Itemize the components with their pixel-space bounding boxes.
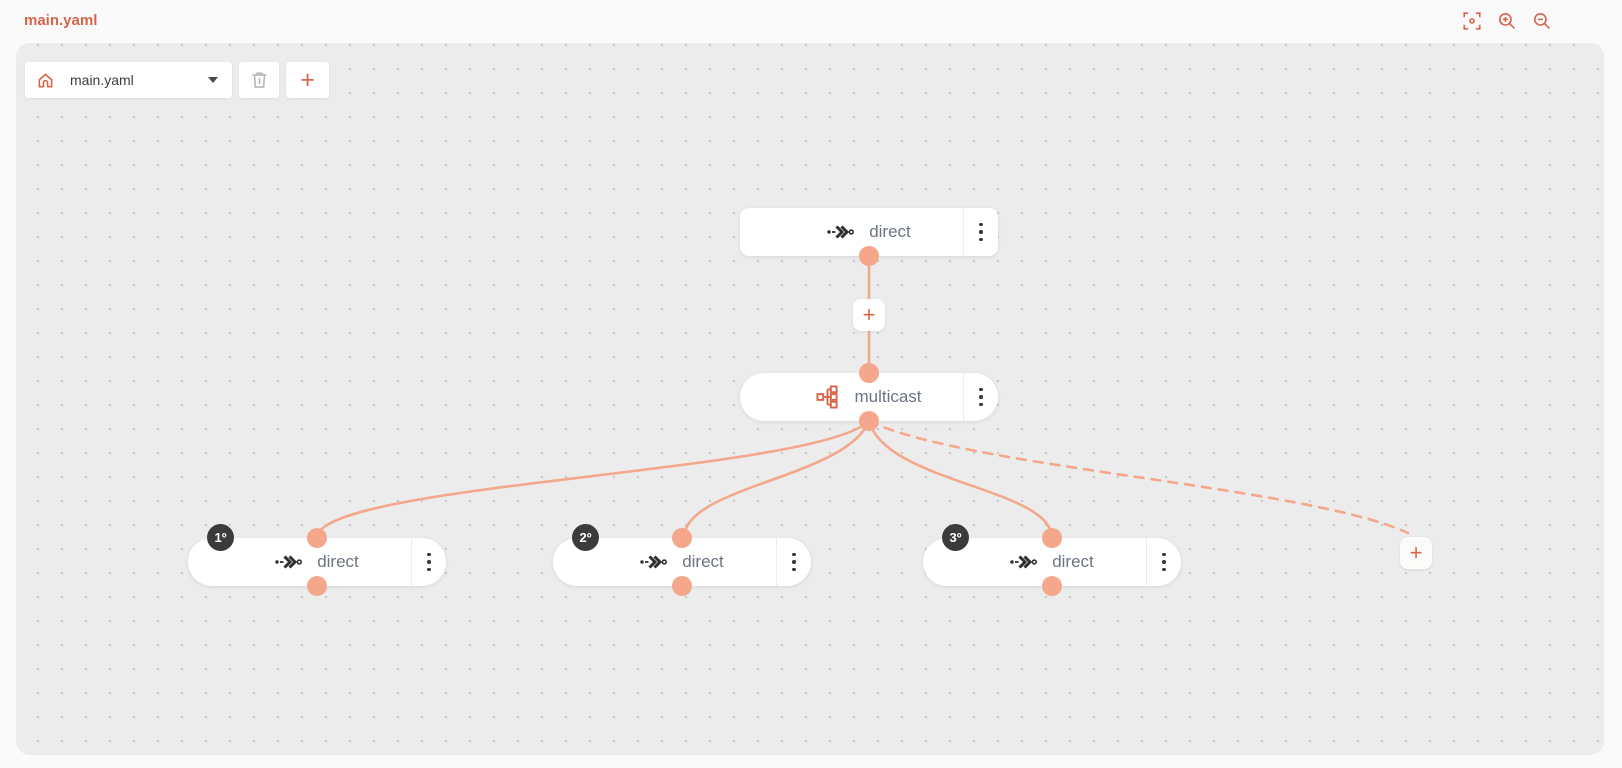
node-kebab-menu[interactable] (963, 208, 998, 256)
add-branch-button[interactable]: + (1400, 537, 1432, 569)
home-icon (37, 72, 54, 89)
input-port[interactable] (307, 528, 327, 548)
node-kebab-menu[interactable] (411, 538, 446, 586)
flow-canvas[interactable]: main.yaml + (16, 43, 1604, 755)
multicast-icon (816, 385, 839, 409)
output-port[interactable] (859, 411, 879, 431)
node-direct-branch-1[interactable]: 1º direct (188, 524, 446, 596)
flow-selector-dropdown[interactable]: main.yaml (25, 62, 232, 98)
edge-multicast-to-branch-2 (682, 419, 871, 540)
branch-order-badge: 3º (942, 524, 969, 551)
zoom-in-icon (1498, 12, 1516, 30)
node-direct-branch-2[interactable]: 2º direct (553, 524, 811, 596)
edge-multicast-to-branch-3 (867, 419, 1054, 540)
output-port[interactable] (859, 246, 879, 266)
trash-icon (251, 71, 268, 89)
fit-to-view-icon (1463, 12, 1481, 30)
output-port[interactable] (672, 576, 692, 596)
node-label: direct (869, 222, 911, 241)
node-kebab-menu[interactable] (776, 538, 811, 586)
node-body: direct (553, 538, 811, 586)
canvas-controls (1462, 11, 1552, 31)
zoom-in-button[interactable] (1497, 11, 1517, 31)
flow-toolbar: main.yaml + (25, 62, 329, 98)
direct-endpoint-icon (827, 224, 855, 240)
node-kebab-menu[interactable] (963, 373, 998, 421)
app-header: main.yaml (0, 0, 1622, 43)
input-port[interactable] (672, 528, 692, 548)
edge-multicast-to-branch-1 (315, 419, 871, 540)
chevron-down-icon (208, 77, 218, 83)
node-label: direct (317, 552, 359, 571)
direct-endpoint-icon (1010, 554, 1038, 570)
new-flow-button[interactable]: + (286, 62, 329, 98)
node-body: direct (923, 538, 1181, 586)
node-label: direct (682, 552, 724, 571)
add-step-button[interactable]: + (853, 299, 885, 331)
node-kebab-menu[interactable] (1146, 538, 1181, 586)
edge-multicast-to-add-branch (867, 419, 1410, 535)
delete-flow-button[interactable] (239, 62, 279, 98)
flow-selector-value: main.yaml (70, 72, 134, 88)
node-direct-branch-3[interactable]: 3º direct (923, 524, 1181, 596)
fit-to-view-button[interactable] (1462, 11, 1482, 31)
input-port[interactable] (859, 363, 879, 383)
node-body: multicast (740, 373, 998, 421)
direct-endpoint-icon (640, 554, 668, 570)
node-body: direct (188, 538, 446, 586)
page-title: main.yaml (24, 12, 98, 29)
node-label: multicast (854, 387, 922, 406)
direct-endpoint-icon (275, 554, 303, 570)
output-port[interactable] (1042, 576, 1062, 596)
node-multicast[interactable]: multicast (740, 363, 998, 431)
branch-order-badge: 1º (207, 524, 234, 551)
output-port[interactable] (307, 576, 327, 596)
node-label: direct (1052, 552, 1094, 571)
zoom-out-icon (1533, 12, 1551, 30)
node-direct-source[interactable]: direct (740, 208, 998, 266)
input-port[interactable] (1042, 528, 1062, 548)
node-body: direct (740, 208, 998, 256)
branch-order-badge: 2º (572, 524, 599, 551)
zoom-out-button[interactable] (1532, 11, 1552, 31)
